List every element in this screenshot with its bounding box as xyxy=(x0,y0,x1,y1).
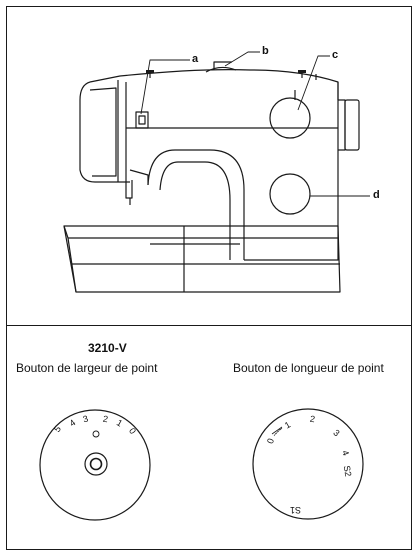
callout-c: c xyxy=(332,49,339,61)
length-num-s2: S2 xyxy=(341,464,354,478)
stitch-width-caption: Bouton de largeur de point xyxy=(16,361,158,375)
callout-b: b xyxy=(262,45,269,57)
length-num-s1: S1 xyxy=(290,505,302,515)
stitch-length-caption: Bouton de longueur de point xyxy=(233,361,384,375)
outer-frame xyxy=(6,6,412,550)
model-number: 3210-V xyxy=(88,341,127,355)
callout-a: a xyxy=(192,53,199,65)
callout-d: d xyxy=(373,189,380,201)
panel-divider xyxy=(6,325,412,326)
